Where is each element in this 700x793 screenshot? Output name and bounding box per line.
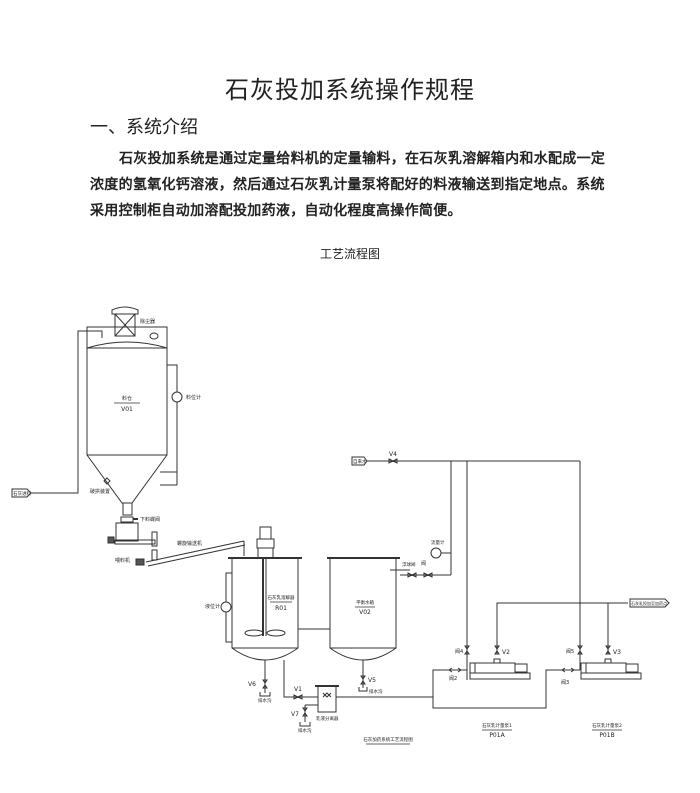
balance-tank-tag: V02 <box>359 609 371 616</box>
silo-name: 料仓 <box>122 395 132 402</box>
float-valve-label: 浮球阀 <box>402 561 416 568</box>
drain-3-label: 排水沟 <box>298 727 312 734</box>
pump-p01a: 石灰乳计量泵1 P01A <box>469 658 531 739</box>
valve-v2: V2 <box>502 649 510 656</box>
silo-level-gauge-label: 料位计 <box>186 394 201 401</box>
pump-p01b: 石灰乳计量泵2 P01B <box>580 658 642 739</box>
feeder: 下料蝶阀 喂料机 <box>107 502 160 566</box>
splitter-label: 乳液分离器 <box>316 715 339 722</box>
screw-conveyor-label: 螺旋输送机 <box>177 540 202 547</box>
section-heading: 一、系统介绍 <box>90 117 198 138</box>
valve-v4: V4 <box>389 451 397 458</box>
valve-5: 阀5 <box>566 648 574 655</box>
valve-v3: V3 <box>613 649 621 656</box>
pump-a-name: 石灰乳计量泵1 <box>482 722 512 729</box>
valve-v7: V7 <box>291 711 299 718</box>
arch-breaker-label: 破拱装置 <box>90 488 110 495</box>
pump-a-tag: P01A <box>489 732 505 739</box>
valve-3: 阀3 <box>561 679 569 686</box>
discharge-line: 石灰乳投加至加药点 V2 V3 <box>494 598 670 656</box>
valve-v6: V6 <box>248 681 256 688</box>
valve-v5: V5 <box>368 677 376 684</box>
pump-b-name: 石灰乳计量泵2 <box>592 722 622 729</box>
pump-b-tag: P01B <box>599 732 614 739</box>
dissolving-tank-r01: 石灰乳溶解器 R01 液位计 <box>205 526 302 661</box>
drain-2-label: 排水沟 <box>369 688 383 695</box>
lime-inlet-label: 石灰进料 <box>13 490 31 497</box>
diagram-title-text: 石灰加药系统工艺流程图 <box>363 736 413 743</box>
dissolving-tank-tag: R01 <box>275 605 287 612</box>
tank-level-gauge-label: 液位计 <box>205 603 220 610</box>
figure-caption: 工艺流程图 <box>319 247 380 261</box>
lime-inlet: 石灰进料 破拱装置 <box>11 330 111 498</box>
outlet-label: 石灰乳投加至加药点 <box>631 600 667 606</box>
water-inlet-line: 自来水 V4 浮球阀 阀 流量计 <box>351 451 581 680</box>
drain-1-label: 排水沟 <box>258 697 272 704</box>
document-title: 石灰投加系统操作规程 <box>225 76 475 104</box>
drain-v5: V5 排水沟 <box>358 660 383 695</box>
feeder-label: 喂料机 <box>115 557 130 564</box>
valve-v1: V1 <box>294 686 302 693</box>
silo-tag: V01 <box>121 406 133 413</box>
diagram-title: 石灰加药系统工艺流程图 <box>363 736 413 745</box>
silo-v01: 料仓 V01 除尘器 <box>86 306 168 504</box>
splitter-line: V1 乳液分离器 V7 排水沟 <box>283 660 433 734</box>
balance-tank-v02: 平衡水箱 V02 <box>327 557 400 661</box>
dissolving-tank-name: 石灰乳溶解器 <box>268 594 295 601</box>
water-inlet-label: 自来水 <box>353 458 367 465</box>
valve-label: 阀 <box>421 560 426 567</box>
discharge-valve-label: 下料蝶阀 <box>140 516 160 523</box>
balance-tank-name: 平衡水箱 <box>356 599 374 606</box>
drain-v6: V6 排水沟 <box>248 660 272 704</box>
valve-4: 阀4 <box>455 648 463 655</box>
pump-manifold: 阀2 阀3 阀4 阀5 <box>432 595 583 709</box>
flow-meter-label: 流量计 <box>431 539 445 546</box>
screw-conveyor: 螺旋输送机 <box>145 540 246 567</box>
valve-2: 阀2 <box>449 675 457 682</box>
intro-paragraph: 石灰投加系统是通过定量给料机的定量输料，在石灰乳溶解箱内和水配成一定浓度的氢氧化… <box>90 146 610 224</box>
silo-level-gauge: 料位计 <box>160 364 201 486</box>
intro-paragraph-text: 石灰投加系统是通过定量给料机的定量输料，在石灰乳溶解箱内和水配成一定浓度的氢氧化… <box>90 151 606 219</box>
dust-collector-label: 除尘器 <box>140 318 155 325</box>
